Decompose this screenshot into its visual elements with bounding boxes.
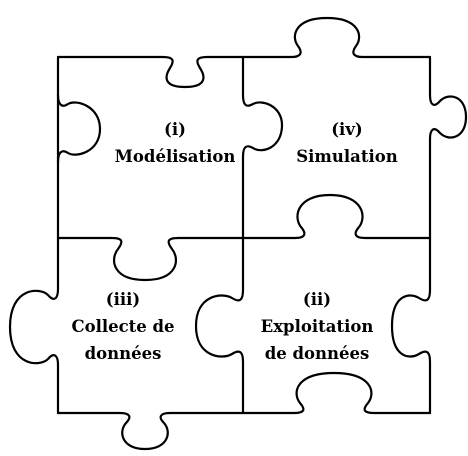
piece-bottom-right-line-3: de données: [265, 344, 370, 363]
piece-top-left-label: (i) Modélisation: [115, 120, 236, 166]
seam-top-vertical: [241, 55, 284, 240]
seam-top-left-inner-curve: [56, 93, 102, 164]
edge-bottom-right-piece: [241, 371, 432, 415]
piece-bottom-left-line-3: données: [85, 344, 162, 363]
seam-bottom-vertical: [194, 236, 245, 415]
edge-bottom-left-piece: [56, 411, 245, 451]
edge-right-bottom-piece: [390, 236, 432, 415]
piece-top-right-line-1: (iv): [331, 120, 362, 139]
piece-top-left-line-2: Modélisation: [115, 147, 236, 166]
edge-left-bottom-piece: [8, 236, 60, 415]
piece-bottom-right-label: (ii) Exploitation de données: [261, 290, 374, 363]
seam-right-horizontal: [241, 193, 432, 240]
piece-bottom-left-line-2: Collecte de: [71, 317, 174, 336]
piece-bottom-right-line-2: Exploitation: [261, 317, 374, 336]
piece-bottom-left-label: (iii) Collecte de données: [71, 290, 174, 363]
edge-top-left-piece: [56, 55, 245, 89]
piece-bottom-right-line-1: (ii): [303, 290, 331, 309]
piece-top-left-line-1: (i): [164, 120, 186, 139]
edge-right-top-piece: [428, 55, 468, 240]
edge-top-right-piece: [241, 16, 432, 59]
piece-bottom-left-line-1: (iii): [106, 290, 140, 309]
seam-left-horizontal: [56, 236, 245, 282]
piece-top-right-line-2: Simulation: [296, 147, 398, 166]
piece-top-right-label: (iv) Simulation: [296, 120, 398, 166]
